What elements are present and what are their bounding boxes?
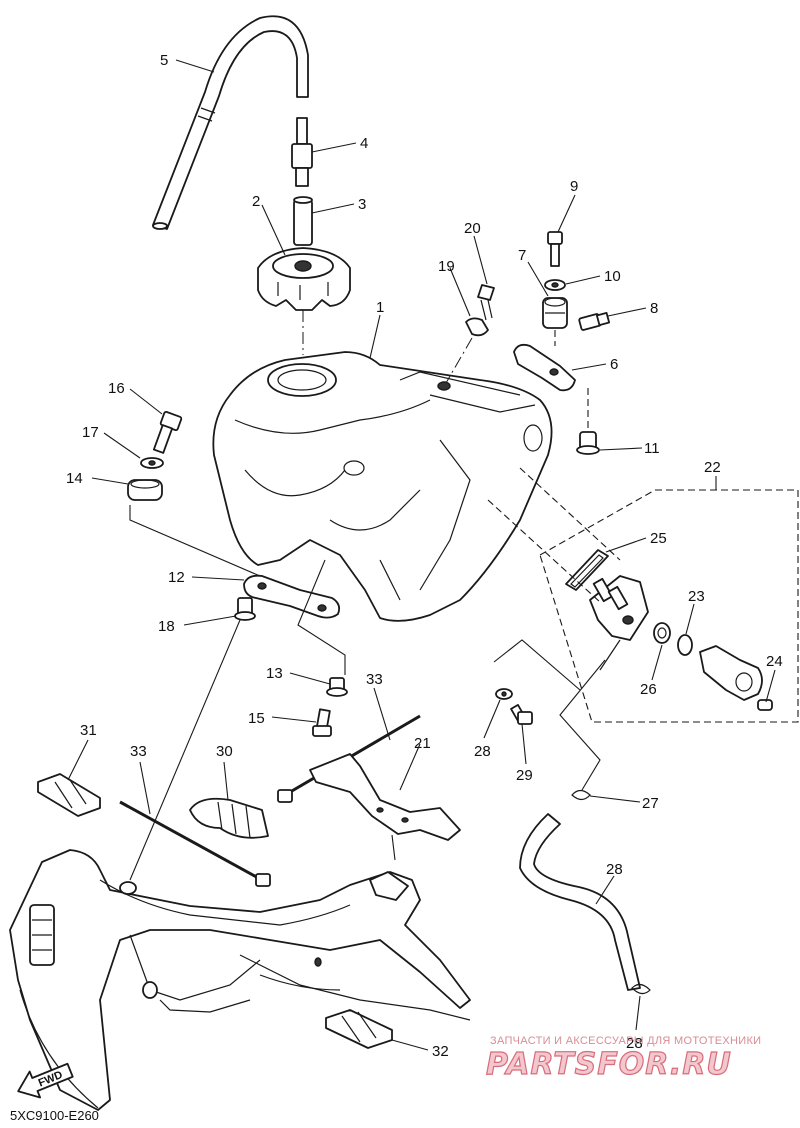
fuel-cap-part xyxy=(257,247,351,311)
callout-6: 6 xyxy=(610,356,618,373)
o-ring-23-part xyxy=(677,634,693,656)
callout-17: 17 xyxy=(82,424,99,441)
callout-13: 13 xyxy=(266,665,283,682)
watermark-brand: PARTSFOR.RU xyxy=(486,1047,732,1082)
collar-19-part xyxy=(465,317,489,337)
damper-32-upper-part xyxy=(37,773,101,817)
callout-9: 9 xyxy=(570,178,578,195)
callout-10: 10 xyxy=(604,268,621,285)
damper-14-guide-line xyxy=(129,505,261,577)
callout-23: 23 xyxy=(688,588,705,605)
fuel-cock-assembly-group xyxy=(539,489,799,723)
collar-13-part xyxy=(326,677,348,697)
collar-axis-line xyxy=(445,337,473,384)
damper-7-part xyxy=(542,297,568,329)
callout-8: 8 xyxy=(650,300,658,317)
callout-24: 24 xyxy=(766,653,783,670)
callout-32-lower: 32 xyxy=(432,1043,449,1060)
callout-1: 1 xyxy=(376,299,384,316)
collar-11-part xyxy=(576,431,600,455)
watermark-tagline: ЗАПЧАСТИ И АКСЕССУАРЫ ДЛЯ МОТОТЕХНИКИ xyxy=(490,1035,761,1047)
diagram-code: 5XC9100-E260 xyxy=(10,1108,99,1123)
hose-guide-line xyxy=(559,659,606,791)
callout-19: 19 xyxy=(438,258,455,275)
bracket-frame-guide xyxy=(391,834,396,861)
stay-guide-line xyxy=(297,559,346,675)
bolt-8-part xyxy=(578,311,611,331)
callout-15: 15 xyxy=(248,710,265,727)
callout-3: 3 xyxy=(358,196,366,213)
callout-4: 4 xyxy=(360,135,368,152)
bolt-9-part xyxy=(547,231,563,267)
partsfor-watermark: ЗАПЧАСТИ И АКСЕССУАРЫ ДЛЯ МОТОТЕХНИКИ PA… xyxy=(485,1035,761,1083)
o-ring-26-part xyxy=(653,622,671,644)
callout-33-upper: 33 xyxy=(366,671,383,688)
damper-14-part xyxy=(127,479,163,501)
callout-21: 21 xyxy=(414,735,431,752)
cable-tie-33-upper-part xyxy=(277,714,421,803)
callout-27: 28 xyxy=(606,861,623,878)
callout-7: 7 xyxy=(518,247,526,264)
callout-32-upper: 31 xyxy=(80,722,97,739)
bolt-20-part xyxy=(477,284,495,321)
callout-12: 12 xyxy=(168,569,185,586)
stay-12-part xyxy=(243,574,341,619)
screw-30-part xyxy=(510,704,533,725)
callout-5: 5 xyxy=(160,52,168,69)
fuel-cock-boundary xyxy=(539,489,799,723)
cable-tie-33-lower-part xyxy=(119,800,271,887)
callout-28-lower: 28 xyxy=(626,1035,643,1052)
bracket-6-part xyxy=(513,343,576,392)
lever-24-part xyxy=(699,645,773,711)
callout-11: 11 xyxy=(644,440,660,457)
clamp-28-lower-part xyxy=(631,983,651,995)
breather-hose-part xyxy=(152,15,309,230)
bolt-15-part xyxy=(312,708,332,737)
washer-10-part xyxy=(544,279,566,291)
frame-part xyxy=(9,849,471,1111)
callout-16: 16 xyxy=(108,380,125,397)
washer-29-part xyxy=(495,688,513,700)
callout-20: 20 xyxy=(464,220,481,237)
callout-31: 30 xyxy=(216,743,233,760)
fuel-hose-27-part xyxy=(519,813,641,991)
fuel-cock-body-part xyxy=(589,575,649,671)
cock-axis-line xyxy=(487,499,601,603)
gasket-25-part xyxy=(565,549,609,591)
callout-29: 28 xyxy=(474,743,491,760)
callout-14: 14 xyxy=(66,470,83,487)
callout-18: 18 xyxy=(158,618,175,635)
callout-25: 25 xyxy=(650,530,667,547)
fuel-tank-part xyxy=(212,351,553,622)
drain-guide-line xyxy=(493,639,581,691)
short-hose-part xyxy=(293,196,313,246)
bracket-21-part xyxy=(309,753,461,841)
washer-17-part xyxy=(140,457,164,469)
bolt-16-part xyxy=(152,411,183,454)
callout-33-lower: 33 xyxy=(130,743,147,760)
callout-labels: 5 4 3 2 1 9 10 7 8 6 11 20 19 22 25 23 2… xyxy=(66,52,783,1060)
breather-fitting-part xyxy=(291,117,313,187)
cock-axis-line-2 xyxy=(519,467,621,561)
callout-22: 22 xyxy=(704,459,721,476)
callout-2: 2 xyxy=(252,193,260,210)
band-31-part xyxy=(189,797,269,839)
damper-32-lower-part xyxy=(325,1009,393,1049)
clamp-28-upper-part xyxy=(571,789,591,801)
callout-26: 26 xyxy=(640,681,657,698)
leader-lines xyxy=(67,59,776,1051)
collar-18-guide-line xyxy=(129,619,241,881)
callout-30: 29 xyxy=(516,767,533,784)
collar-18-part xyxy=(234,597,256,621)
callout-28-upper: 27 xyxy=(642,795,659,812)
